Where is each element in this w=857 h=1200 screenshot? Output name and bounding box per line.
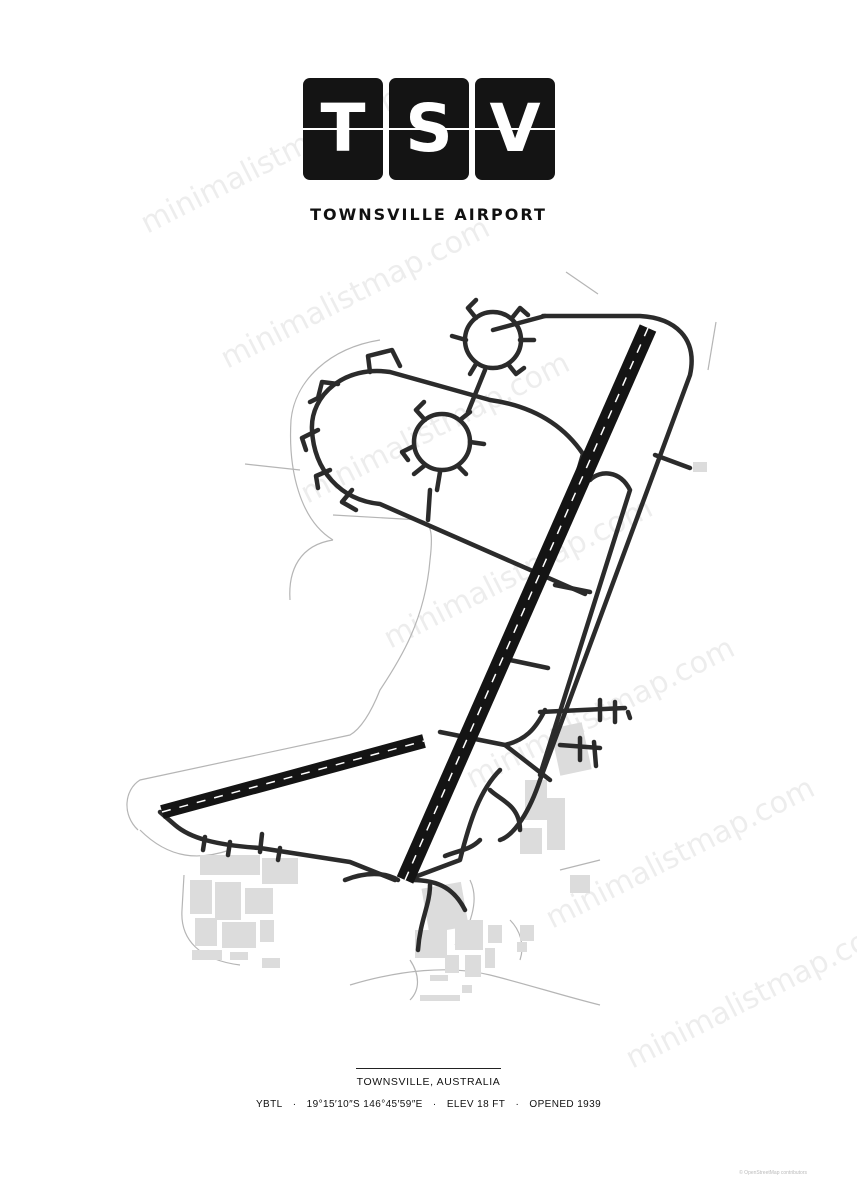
code-letter: V <box>472 78 558 180</box>
separator: · <box>292 1099 297 1110</box>
runway-secondary <box>160 734 426 819</box>
opened-year: OPENED 1939 <box>529 1099 602 1110</box>
airport-name: TOWNSVILLE AIRPORT <box>310 205 547 224</box>
coordinates: 19°15′10″S 146°45′59″E <box>306 1099 423 1110</box>
code-letter: T <box>300 78 386 180</box>
map-credit: © OpenStreetMap contributors <box>739 1170 807 1176</box>
runway-main <box>396 324 657 884</box>
icao-code: YBTL <box>255 1099 283 1110</box>
separator: · <box>515 1099 520 1110</box>
airport-details: YBTL · 19°15′10″S 146°45′59″E · ELEV 18 … <box>0 1099 857 1110</box>
code-letter: S <box>386 78 472 180</box>
footer-divider <box>356 1068 501 1069</box>
service-roads <box>126 271 717 1006</box>
location-text: TOWNSVILLE, AUSTRALIA <box>356 1076 501 1088</box>
elevation: ELEV 18 FT <box>446 1099 506 1110</box>
buildings <box>190 462 707 1001</box>
separator: · <box>432 1099 437 1110</box>
airport-code: T S V <box>300 78 558 180</box>
runways <box>160 324 657 884</box>
taxiways <box>157 297 694 953</box>
